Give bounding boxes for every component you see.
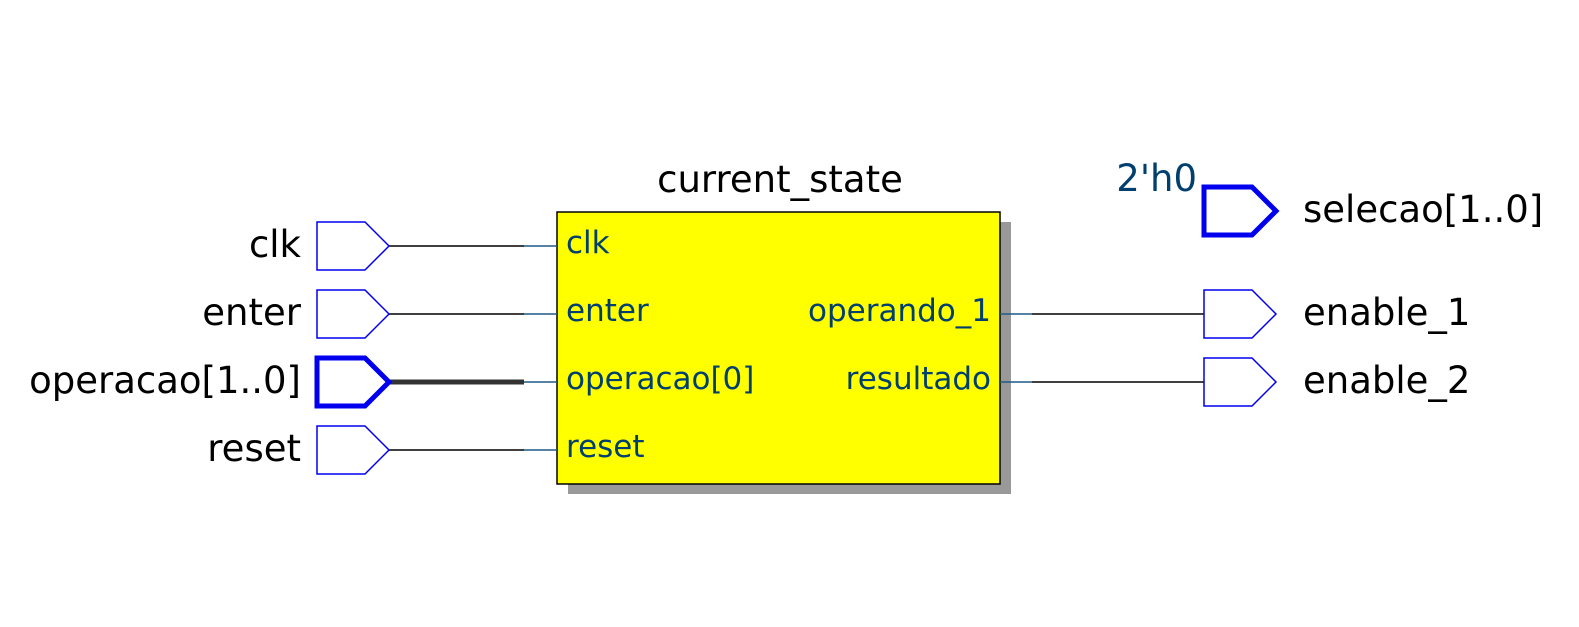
output-label-selecao: selecao[1..0] bbox=[1303, 188, 1543, 231]
input-label-clk: clk bbox=[249, 223, 302, 266]
block-port-operacao: operacao[0] bbox=[566, 361, 754, 397]
output-pin-selecao bbox=[1201, 184, 1280, 238]
input-pin-enter bbox=[316, 289, 391, 339]
block-port-enter: enter bbox=[566, 293, 649, 329]
block-port-operando-1: operando_1 bbox=[808, 293, 991, 329]
output-label-enable-1: enable_1 bbox=[1303, 291, 1470, 334]
block-port-clk: clk bbox=[566, 225, 610, 261]
block-port-resultado: resultado bbox=[846, 361, 991, 397]
state-block bbox=[556, 211, 1001, 485]
block-title: current_state bbox=[657, 158, 903, 201]
input-pin-operacao bbox=[314, 355, 393, 409]
input-label-operacao: operacao[1..0] bbox=[29, 359, 301, 402]
output-pin-enable-2 bbox=[1203, 357, 1278, 407]
constant-value-selecao: 2'h0 bbox=[1116, 157, 1197, 200]
output-pin-enable-1 bbox=[1203, 289, 1278, 339]
input-pin-reset bbox=[316, 425, 391, 475]
block-port-reset: reset bbox=[566, 429, 645, 465]
input-pin-clk bbox=[316, 221, 391, 271]
output-label-enable-2: enable_2 bbox=[1303, 359, 1470, 402]
input-label-reset: reset bbox=[207, 427, 301, 470]
input-label-enter: enter bbox=[202, 291, 301, 334]
